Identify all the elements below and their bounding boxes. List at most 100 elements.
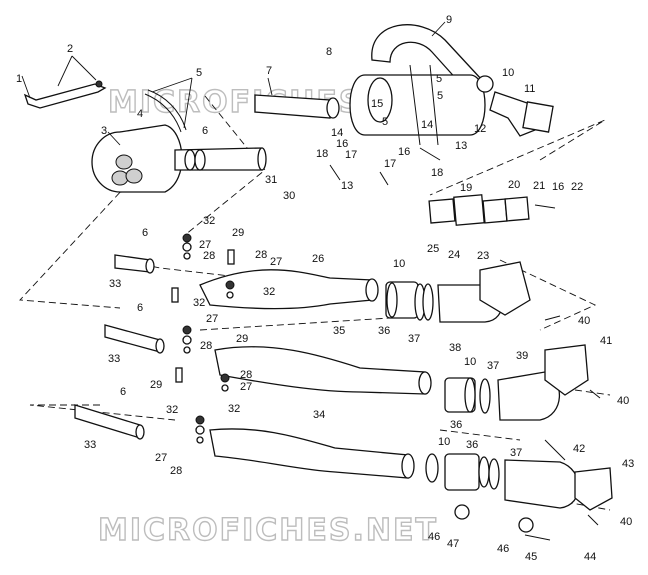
callout-14: 14 — [421, 119, 433, 131]
callout-43: 43 — [622, 458, 634, 470]
callout-36: 36 — [378, 325, 390, 337]
coupler-middle — [444, 344, 589, 421]
callout-22: 22 — [571, 181, 583, 193]
callout-29: 29 — [236, 333, 248, 345]
callout-6: 6 — [137, 302, 143, 314]
callout-labels: 1 2 3 4 5 5 5 5 6 6 6 6 7 8 9 10 10 10 1… — [16, 14, 634, 563]
callout-28: 28 — [170, 465, 182, 477]
callout-18: 18 — [316, 148, 328, 160]
callout-32: 32 — [166, 404, 178, 416]
callout-32: 32 — [193, 297, 205, 309]
callout-27: 27 — [240, 381, 252, 393]
callout-8: 8 — [326, 46, 332, 58]
coupler-lower — [425, 453, 613, 511]
callout-46: 46 — [428, 531, 440, 543]
callout-17: 17 — [345, 149, 357, 161]
callout-17: 17 — [384, 158, 396, 170]
callout-44: 44 — [584, 551, 596, 563]
callout-30: 30 — [283, 190, 295, 202]
callout-5: 5 — [382, 116, 388, 128]
callout-26: 26 — [312, 253, 324, 265]
callout-33: 33 — [84, 439, 96, 451]
callout-12: 12 — [474, 123, 486, 135]
callout-42: 42 — [573, 443, 585, 455]
callout-31: 31 — [265, 174, 277, 186]
callout-41: 41 — [600, 335, 612, 347]
callout-27: 27 — [155, 452, 167, 464]
callout-21: 21 — [533, 180, 545, 192]
resonator — [349, 64, 486, 146]
callout-1: 1 — [16, 73, 22, 85]
callout-16: 16 — [552, 181, 564, 193]
callout-40: 40 — [578, 315, 590, 327]
hardware-bolts — [329, 147, 601, 541]
callout-25: 25 — [427, 243, 439, 255]
callout-24: 24 — [448, 249, 460, 261]
callout-13: 13 — [455, 140, 467, 152]
head-pipe-upper — [199, 269, 379, 310]
callout-29: 29 — [232, 227, 244, 239]
callout-37: 37 — [487, 360, 499, 372]
callout-27: 27 — [270, 256, 282, 268]
callout-3: 3 — [101, 125, 107, 137]
callout-28: 28 — [240, 369, 252, 381]
callout-15: 15 — [371, 98, 383, 110]
callout-47: 47 — [447, 538, 459, 550]
callout-29: 29 — [150, 379, 162, 391]
callout-46: 46 — [497, 543, 509, 555]
callout-28: 28 — [203, 250, 215, 262]
callout-28: 28 — [255, 249, 267, 261]
callout-13: 13 — [341, 180, 353, 192]
callout-27: 27 — [199, 239, 211, 251]
coupler-upper — [385, 261, 531, 323]
callout-6: 6 — [120, 386, 126, 398]
stinger-pipes — [74, 254, 165, 440]
callout-23: 23 — [477, 250, 489, 262]
callout-7: 7 — [266, 65, 272, 77]
callout-35: 35 — [333, 325, 345, 337]
callout-40: 40 — [617, 395, 629, 407]
callout-39: 39 — [516, 350, 528, 362]
callout-45: 45 — [525, 551, 537, 563]
callout-28: 28 — [200, 340, 212, 352]
callout-10: 10 — [502, 67, 514, 79]
callout-34: 34 — [313, 409, 325, 421]
callout-40: 40 — [620, 516, 632, 528]
watermark-bottom: MICROFICHES.NET — [98, 513, 438, 548]
callout-32: 32 — [203, 215, 215, 227]
muffler-outlet-pipe — [174, 147, 267, 171]
callout-10: 10 — [464, 356, 476, 368]
tailpipe — [254, 77, 340, 119]
gasket-plates — [428, 194, 556, 226]
head-pipe-middle — [214, 346, 432, 395]
callout-27: 27 — [206, 313, 218, 325]
resonator-outlet-elbow — [476, 75, 554, 137]
callout-16: 16 — [398, 146, 410, 158]
callout-10: 10 — [438, 436, 450, 448]
callout-16: 16 — [336, 138, 348, 150]
callout-11: 11 — [524, 83, 535, 95]
callout-6: 6 — [202, 125, 208, 137]
callout-20: 20 — [508, 179, 520, 191]
callout-14: 14 — [331, 127, 343, 139]
callout-5: 5 — [196, 67, 202, 79]
muffler — [91, 124, 183, 193]
callout-33: 33 — [109, 278, 121, 290]
callout-32: 32 — [228, 403, 240, 415]
callout-38: 38 — [449, 342, 461, 354]
callout-32: 32 — [263, 286, 275, 298]
callout-19: 19 — [460, 182, 472, 194]
head-pipe-lower — [209, 428, 415, 479]
callout-9: 9 — [446, 14, 452, 26]
callout-4: 4 — [137, 108, 143, 120]
callout-37: 37 — [510, 447, 522, 459]
callout-37: 37 — [408, 333, 420, 345]
callout-10: 10 — [393, 258, 405, 270]
callout-18: 18 — [431, 167, 443, 179]
callout-33: 33 — [108, 353, 120, 365]
bracket-assembly — [21, 55, 107, 109]
callout-5: 5 — [436, 73, 442, 85]
callout-2: 2 — [67, 43, 73, 55]
